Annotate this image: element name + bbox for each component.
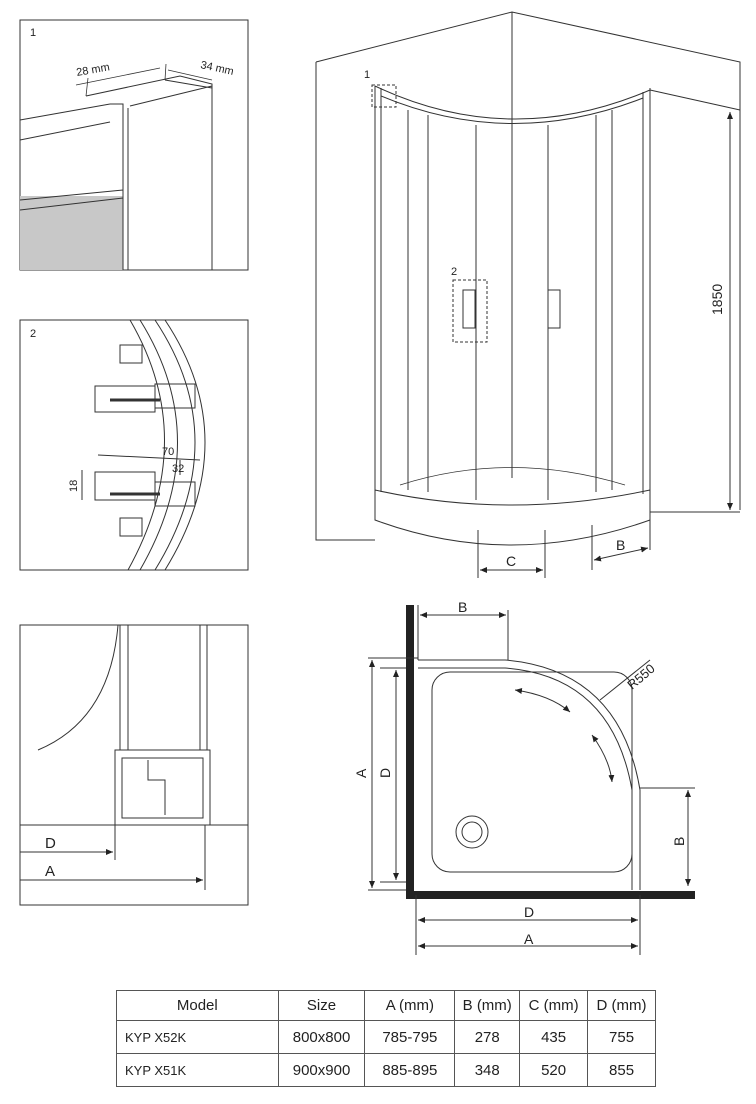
dim-18: 18 xyxy=(68,480,80,492)
detail-3-label-d: D xyxy=(45,835,56,852)
table-row: KYP X51K 900x900 885-895 348 520 855 xyxy=(116,1053,656,1087)
callout-1: 1 xyxy=(364,69,370,81)
plan-label-d-bottom: D xyxy=(524,904,534,920)
shower-perspective xyxy=(315,11,741,578)
detail-1-panel xyxy=(19,19,249,271)
cell-size: 900x900 xyxy=(277,1053,366,1087)
dim-70: 70 xyxy=(162,446,174,458)
detail-2-number: 2 xyxy=(30,328,36,340)
table-header-row: Model Size A (mm) B (mm) C (mm) D (mm) xyxy=(116,990,656,1021)
header-model: Model xyxy=(116,990,279,1021)
cell-model: KYP X52K xyxy=(116,1020,279,1054)
header-size: Size xyxy=(277,990,366,1021)
cell-b: 348 xyxy=(454,1053,521,1087)
plan-label-b-right: B xyxy=(671,837,687,846)
header-a: A (mm) xyxy=(364,990,456,1021)
plan-label-a-bottom: A xyxy=(524,931,534,947)
detail-3-label-a: A xyxy=(45,863,55,880)
detail-1-number: 1 xyxy=(30,27,36,39)
radius-r550: R550 xyxy=(624,661,657,692)
plan-label-b-top: B xyxy=(458,599,467,615)
cell-c: 435 xyxy=(519,1020,589,1054)
plan-label-d-left: D xyxy=(377,768,393,778)
dim-34mm: 34 mm xyxy=(199,59,234,78)
cell-d: 855 xyxy=(587,1053,656,1087)
detail-2-panel xyxy=(19,319,249,571)
header-b: B (mm) xyxy=(454,990,521,1021)
plan-view xyxy=(368,605,695,955)
dim-32: 32 xyxy=(172,463,184,475)
table-row: KYP X52K 800x800 785-795 278 435 755 xyxy=(116,1020,656,1054)
detail-3-panel xyxy=(19,624,249,906)
perspective-label-c: C xyxy=(506,553,516,569)
cell-b: 278 xyxy=(454,1020,521,1054)
cell-d: 755 xyxy=(587,1020,656,1054)
callout-2: 2 xyxy=(451,266,457,278)
plan-label-a-left: A xyxy=(353,768,369,778)
header-d: D (mm) xyxy=(587,990,656,1021)
cell-c: 520 xyxy=(519,1053,589,1087)
cell-size: 800x800 xyxy=(277,1020,366,1054)
dim-28mm: 28 mm xyxy=(75,61,110,79)
header-c: C (mm) xyxy=(519,990,589,1021)
height-1850: 1850 xyxy=(709,284,725,315)
cell-a: 885-895 xyxy=(364,1053,456,1087)
dimensions-table: Model Size A (mm) B (mm) C (mm) D (mm) K… xyxy=(116,990,656,1087)
perspective-label-b: B xyxy=(616,537,625,553)
cell-model: KYP X51K xyxy=(116,1053,279,1087)
cell-a: 785-795 xyxy=(364,1020,456,1054)
